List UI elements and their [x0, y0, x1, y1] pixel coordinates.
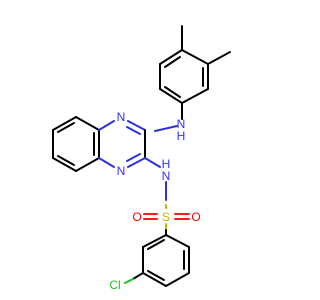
atom-n-amine-top: N: [177, 117, 186, 131]
quinoxaline-pyrazine-ring: [98, 120, 146, 168]
atom-oxygen-left: O: [132, 210, 141, 224]
atom-labels: N H N N H N S O O Cl: [109, 110, 200, 292]
molecule-structure-diagram: N H N N H N S O O Cl: [52, 25, 231, 292]
atom-n-ring-lower: N: [117, 164, 126, 178]
atom-sulfur: S: [162, 210, 170, 224]
quinoxaline-benzo-ring: [52, 116, 100, 172]
atom-n-ring-upper: N: [117, 110, 126, 124]
atom-n-sulfonamide: N: [162, 169, 171, 183]
amine-linkage-top: [154, 102, 183, 132]
dimethylphenyl-ring: [159, 49, 209, 104]
chlorophenyl-ring: [142, 234, 190, 287]
atom-chlorine: Cl: [109, 278, 120, 292]
atom-oxygen-right: O: [191, 210, 200, 224]
methyl-groups: [181, 25, 231, 65]
atom-h-sulfonamide: H: [162, 157, 171, 171]
atom-h-amine-top: H: [177, 129, 186, 143]
chlorine-bond: [124, 272, 144, 284]
